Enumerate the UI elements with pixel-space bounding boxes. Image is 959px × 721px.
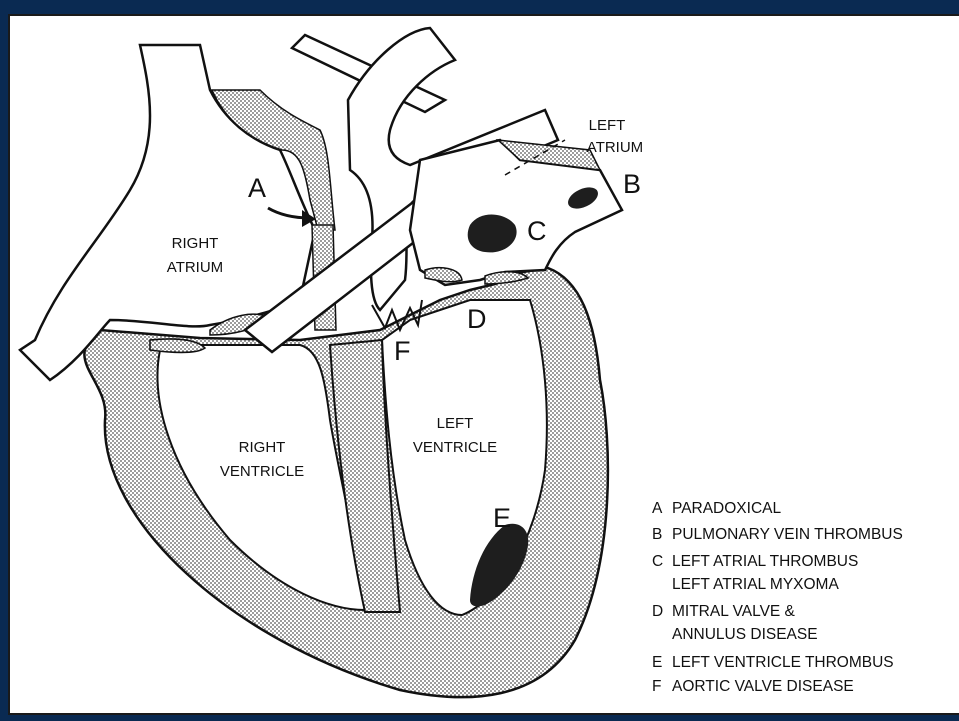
left-ventricle-label-2: VENTRICLE <box>413 439 497 456</box>
legend-c-letter: C <box>652 553 663 570</box>
marker-c: C <box>527 216 547 246</box>
right-ventricle-label-1: RIGHT <box>239 439 286 456</box>
legend-a-text: PARADOXICAL <box>672 500 781 517</box>
legend: A PARADOXICAL B PULMONARY VEIN THROMBUS … <box>652 500 903 695</box>
right-ventricle-label-2: VENTRICLE <box>220 463 304 480</box>
legend-f-text: AORTIC VALVE DISEASE <box>672 678 854 695</box>
right-atrium-label-1: RIGHT <box>172 235 219 252</box>
legend-c-text-2: LEFT ATRIAL MYXOMA <box>672 576 839 593</box>
right-atrium-label-2: ATRIUM <box>167 259 223 276</box>
marker-b: B <box>623 169 641 199</box>
legend-d-text-2: ANNULUS DISEASE <box>672 626 818 643</box>
legend-f-letter: F <box>652 678 661 695</box>
legend-b-text: PULMONARY VEIN THROMBUS <box>672 526 903 543</box>
legend-d-text-1: MITRAL VALVE & <box>672 603 796 620</box>
legend-e-letter: E <box>652 654 662 671</box>
marker-f: F <box>394 336 411 366</box>
marker-e: E <box>493 503 511 533</box>
marker-d: D <box>467 304 487 334</box>
left-atrium-label-1: LEFT <box>589 117 626 134</box>
legend-a-letter: A <box>652 500 663 517</box>
legend-d-letter: D <box>652 603 663 620</box>
left-ventricle-label-1: LEFT <box>437 415 474 432</box>
legend-e-text: LEFT VENTRICLE THROMBUS <box>672 654 894 671</box>
legend-b-letter: B <box>652 526 662 543</box>
left-atrium-label-2: ATRIUM <box>587 139 643 156</box>
legend-c-text-1: LEFT ATRIAL THROMBUS <box>672 553 858 570</box>
marker-a: A <box>248 173 266 203</box>
